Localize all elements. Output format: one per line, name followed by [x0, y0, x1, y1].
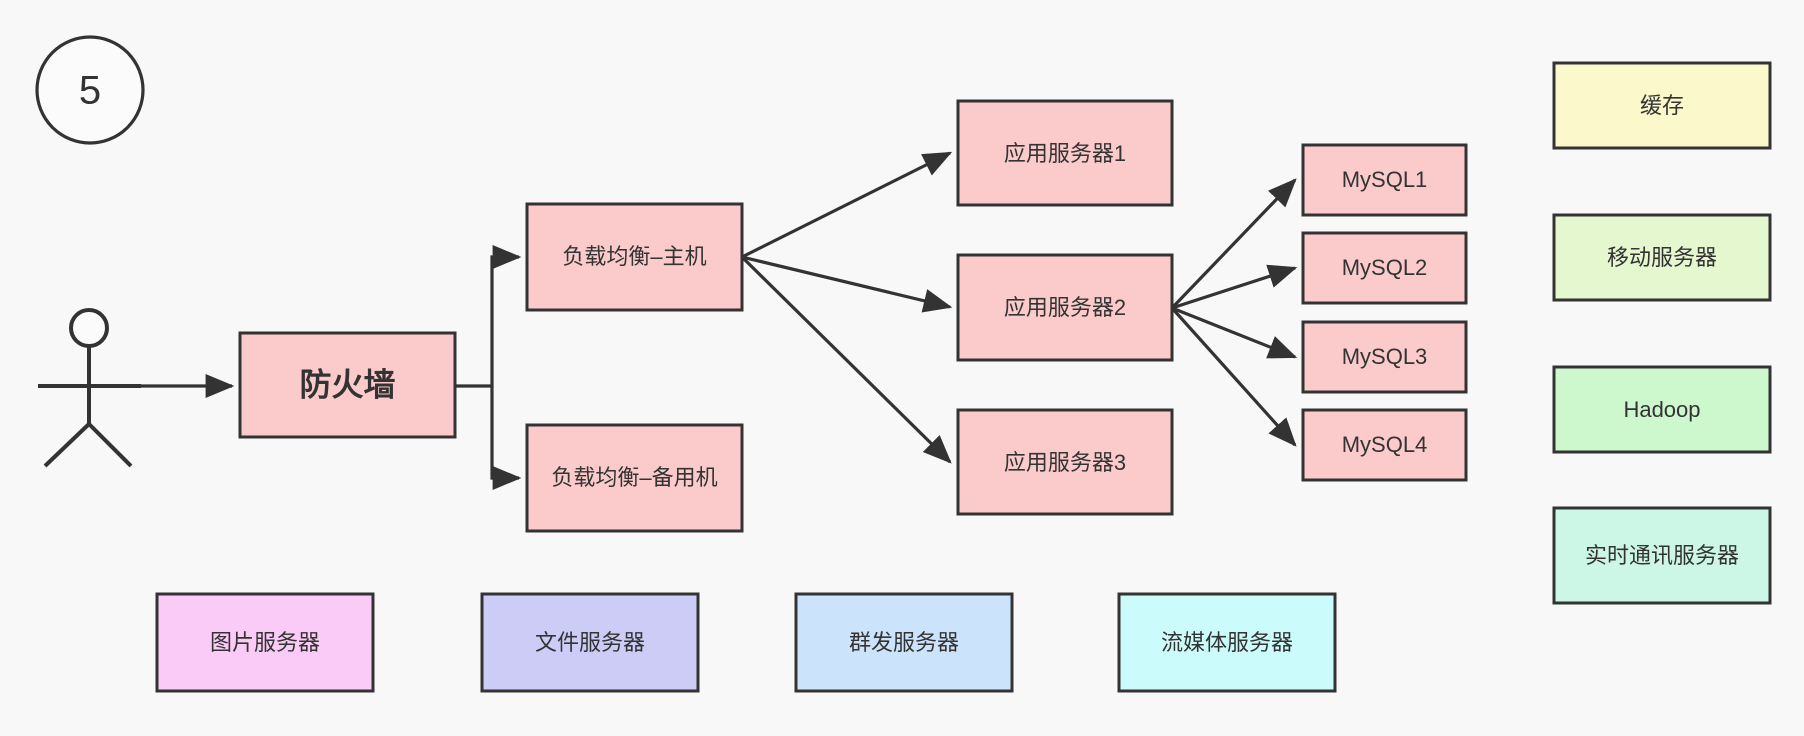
- node-lb-backup[interactable]: 负载均衡–备用机: [525, 423, 744, 533]
- node-mysql-3[interactable]: MySQL3: [1301, 320, 1468, 394]
- actor-head-icon: [69, 308, 109, 348]
- node-file-server-label: 文件服务器: [535, 630, 645, 655]
- user-actor[interactable]: [38, 308, 141, 468]
- node-streaming-server-box[interactable]: [1117, 592, 1337, 693]
- node-app-1-box[interactable]: [956, 99, 1174, 207]
- node-app-3-box[interactable]: [956, 408, 1174, 516]
- node-lb-master-box[interactable]: [525, 202, 744, 312]
- node-lb-master[interactable]: 负载均衡–主机: [525, 202, 744, 312]
- step-badge: 5: [35, 35, 145, 145]
- node-mobile-server-label: 移动服务器: [1607, 245, 1717, 270]
- node-cache-box[interactable]: [1552, 61, 1772, 150]
- node-broadcast-server[interactable]: 群发服务器: [794, 592, 1014, 693]
- edge-app-2-to-mysql-4: [1170, 306, 1297, 447]
- node-app-1-label: 应用服务器1: [1004, 141, 1126, 166]
- node-mobile-server[interactable]: 移动服务器: [1552, 213, 1772, 302]
- edge-app-2-to-mysql-2: [1171, 264, 1298, 310]
- node-lb-backup-box[interactable]: [525, 423, 744, 533]
- node-lb-backup-label: 负载均衡–备用机: [551, 465, 717, 490]
- node-cache-label: 缓存: [1640, 93, 1684, 118]
- node-layer: 防火墙 负载均衡–主机 负载均衡–备用机 应用服务器1 应用服务器2 应用服务器…: [155, 61, 1772, 693]
- edge-firewall-to-lb-master: [455, 245, 522, 388]
- node-app-2[interactable]: 应用服务器2: [956, 253, 1174, 362]
- node-app-3[interactable]: 应用服务器3: [956, 408, 1174, 516]
- node-mysql-1-label: MySQL1: [1342, 167, 1428, 192]
- node-app-2-label: 应用服务器2: [1004, 295, 1126, 320]
- node-mysql-1[interactable]: MySQL1: [1301, 143, 1468, 217]
- node-cache[interactable]: 缓存: [1552, 61, 1772, 150]
- node-streaming-server-label: 流媒体服务器: [1161, 630, 1293, 655]
- node-mysql-4-box[interactable]: [1301, 408, 1468, 482]
- node-image-server-box[interactable]: [155, 592, 375, 693]
- node-realtime-server-label: 实时通讯服务器: [1585, 543, 1739, 568]
- step-badge-label: 5: [79, 69, 101, 113]
- edge-lb-master-to-app-2: [741, 255, 953, 313]
- edge-lb-master-to-app-1: [741, 151, 953, 259]
- node-realtime-server[interactable]: 实时通讯服务器: [1552, 506, 1772, 605]
- node-mysql-4-label: MySQL4: [1342, 432, 1428, 457]
- node-file-server-box[interactable]: [480, 592, 700, 693]
- node-streaming-server[interactable]: 流媒体服务器: [1117, 592, 1337, 693]
- node-firewall-box[interactable]: [238, 331, 457, 439]
- node-broadcast-server-box[interactable]: [794, 592, 1014, 693]
- node-mysql-2-label: MySQL2: [1342, 255, 1428, 280]
- node-firewall-label: 防火墙: [299, 366, 395, 402]
- node-mysql-2-box[interactable]: [1301, 231, 1468, 305]
- node-app-1[interactable]: 应用服务器1: [956, 99, 1174, 207]
- node-mysql-3-label: MySQL3: [1342, 344, 1428, 369]
- node-file-server[interactable]: 文件服务器: [480, 592, 700, 693]
- node-lb-master-label: 负载均衡–主机: [562, 244, 706, 269]
- node-app-2-box[interactable]: [956, 253, 1174, 362]
- node-realtime-server-box[interactable]: [1552, 506, 1772, 605]
- node-broadcast-server-label: 群发服务器: [849, 630, 959, 655]
- actor-right-leg-line: [87, 422, 133, 468]
- edge-lb-master-to-app-3: [740, 255, 952, 464]
- node-hadoop-label: Hadoop: [1623, 397, 1700, 422]
- node-app-3-label: 应用服务器3: [1004, 450, 1126, 475]
- edge-app-2-to-mysql-1: [1170, 178, 1297, 310]
- edge-layer: [135, 151, 1298, 490]
- node-mysql-4[interactable]: MySQL4: [1301, 408, 1468, 482]
- edge-app-2-to-mysql-3: [1171, 306, 1298, 359]
- actor-left-leg-line: [43, 422, 91, 468]
- node-hadoop[interactable]: Hadoop: [1552, 365, 1772, 454]
- node-hadoop-box[interactable]: [1552, 365, 1772, 454]
- node-image-server[interactable]: 图片服务器: [155, 592, 375, 693]
- step-badge-circle: [35, 35, 145, 145]
- node-mysql-3-box[interactable]: [1301, 320, 1468, 394]
- node-firewall[interactable]: 防火墙: [238, 331, 457, 439]
- node-image-server-label: 图片服务器: [210, 630, 320, 655]
- edge-firewall-to-lb-backup: [490, 386, 522, 490]
- node-mysql-1-box[interactable]: [1301, 143, 1468, 217]
- node-mysql-2[interactable]: MySQL2: [1301, 231, 1468, 305]
- node-mobile-server-box[interactable]: [1552, 213, 1772, 302]
